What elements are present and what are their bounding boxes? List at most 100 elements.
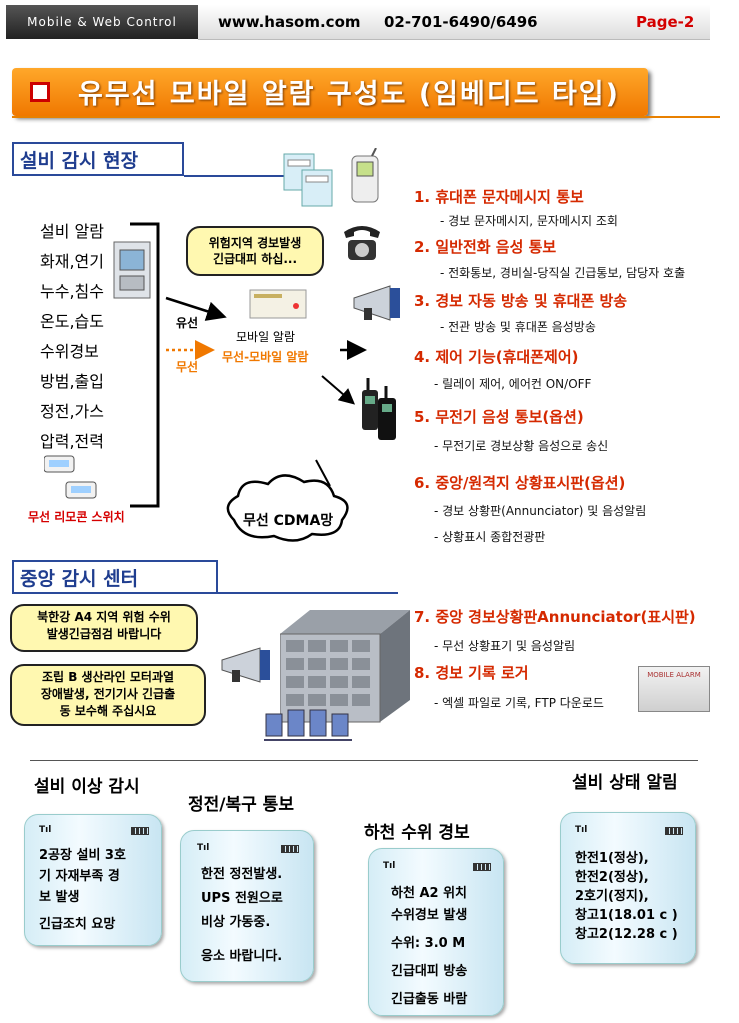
title-banner <box>12 68 648 116</box>
bottom-title-status: 설비 상태 알림 <box>572 773 678 793</box>
phone4-line: 한전1(정상), <box>575 851 649 866</box>
header-brand: Mobile & Web Control <box>6 5 198 39</box>
bubble-mid-line2: 발생긴급점검 바랍니다 <box>46 627 162 641</box>
phone-screen-river: Tıl 하천 A2 위치 수위경보 발생 수위: 3.0 M 긴급대피 방송 긴… <box>368 848 504 1016</box>
feature-6-title: 6. 중앙/원격지 상황표시판(옵션) <box>414 474 626 492</box>
feature-7-title: 7. 중앙 경보상황판Annunciator(표시판) <box>414 608 696 626</box>
phone-screen-equipment: Tıl 2공장 설비 3호 기 자재부족 경 보 발생 긴급조치 요망 <box>24 814 162 946</box>
signal-icon: Tıl <box>39 825 52 835</box>
feature-3-title: 3. 경보 자동 방송 및 휴대폰 방송 <box>414 292 628 310</box>
divider <box>30 760 698 761</box>
radio-walkie-talkie-icon <box>362 378 396 440</box>
phone1-line: 긴급조치 요망 <box>39 917 116 932</box>
equipment-item: 수위경보 <box>40 342 99 361</box>
megaphone-icon <box>353 285 400 321</box>
bottom-title-equipment: 설비 이상 감시 <box>34 777 140 797</box>
phone3-line: 수위: 3.0 M <box>391 936 466 951</box>
bubble-low-line1: 조립 B 생산라인 모터과열 <box>41 670 175 684</box>
equipment-item: 압력,전력 <box>40 432 104 451</box>
phone3-line: 긴급대피 방송 <box>391 964 468 979</box>
wireless-device-label: 무선-모바일 알람 <box>222 350 309 364</box>
phone-screen-power: Tıl 한전 정전발생. UPS 전원으로 비상 가동중. 응소 바랍니다. <box>180 830 314 982</box>
signal-icon: Tıl <box>575 825 588 835</box>
header-page: Page-2 <box>636 13 695 31</box>
feature-4-title: 4. 제어 기능(휴대폰제어) <box>414 348 579 366</box>
feature-5-title: 5. 무전기 음성 통보(옵션) <box>414 408 584 426</box>
feature-1-sub: - 경보 문자메시지, 문자메시지 조회 <box>440 214 618 228</box>
annunciator-panel-icon <box>280 610 410 723</box>
feature-1-title: 1. 휴대폰 문자메시지 통보 <box>414 188 584 206</box>
remote-switch-icon <box>44 455 97 499</box>
phone3-line: 긴급출동 바람 <box>391 992 468 1007</box>
phone-screen-status: Tıl 한전1(정상), 한전2(정상), 2호기(정지), 창고1(18.01… <box>560 812 696 964</box>
battery-icon <box>131 827 149 835</box>
phone2-line: 한전 정전발생. <box>201 867 283 882</box>
section-title-center: 중앙 감시 센터 <box>12 560 218 594</box>
section-underline <box>184 175 284 177</box>
phone1-line: 기 자재부족 경 <box>39 869 120 884</box>
header-site-link[interactable]: www.hasom.com <box>218 13 361 31</box>
phone3-line: 수위경보 발생 <box>391 908 468 923</box>
battery-icon <box>281 845 299 853</box>
alert-bubble-river: 북한강 A4 지역 위험 수위 발생긴급점검 바랍니다 <box>10 604 198 652</box>
phone3-line: 하천 A2 위치 <box>391 886 467 901</box>
header-phone: 02-701-6490/6496 <box>384 13 538 31</box>
signal-icon: Tıl <box>197 843 210 853</box>
equipment-item: 누수,침수 <box>40 282 104 301</box>
alarm-logger-device: MOBILE ALARM <box>638 666 710 712</box>
battery-icon <box>665 827 683 835</box>
mobile-alarm-device-icon <box>249 289 307 319</box>
phone4-line: 창고2(12.28 c ) <box>575 927 678 942</box>
logger-label: MOBILE ALARM <box>647 671 701 679</box>
feature-5-sub: - 무전기로 경보상황 음성으로 송신 <box>434 439 609 453</box>
alert-bubble-motor: 조립 B 생산라인 모터과열 장애발생, 전기기사 긴급출 동 보수해 주십시요 <box>10 664 206 726</box>
equipment-item: 설비 알람 <box>40 222 104 241</box>
section-title-site: 설비 감시 현장 <box>12 142 184 176</box>
bubble-low-line3: 동 보수해 주십시요 <box>59 704 157 718</box>
phone2-line: UPS 전원으로 <box>201 891 283 906</box>
feature-2-sub: - 전화통보, 경비실-당직실 긴급통보, 담당자 호출 <box>440 266 686 280</box>
cdma-label: 무선 CDMA망 <box>243 513 334 529</box>
bubble-top-line1: 위험지역 경보발생 <box>208 236 302 250</box>
signal-icon: Tıl <box>383 861 396 871</box>
feature-8-sub: - 엑셀 파일로 기록, FTP 다운로드 <box>434 696 604 710</box>
equipment-item: 화재,연기 <box>40 252 104 271</box>
phone4-line: 2호기(정지), <box>575 889 649 904</box>
equipment-item: 온도,습도 <box>40 312 104 331</box>
bracket-line <box>130 222 160 508</box>
network-users-icon <box>264 709 352 741</box>
wireless-label: 무선 <box>176 360 199 374</box>
feature-8-title: 8. 경보 기록 로거 <box>414 664 529 682</box>
feature-3-sub: - 전관 방송 및 휴대폰 음성방송 <box>440 320 596 334</box>
bubble-top-line2: 긴급대피 하십... <box>212 252 298 266</box>
banner-underline <box>12 116 720 118</box>
device-label: 모바일 알람 <box>236 330 296 344</box>
phone4-line: 한전2(정상), <box>575 870 649 885</box>
megaphone-icon <box>221 647 270 683</box>
sms-phones-icon <box>283 148 379 207</box>
telephone-icon <box>344 226 380 260</box>
feature-4-sub: - 릴레이 제어, 에어컨 ON/OFF <box>434 377 592 391</box>
cdma-cloud-icon <box>226 459 349 542</box>
bubble-low-line2: 장애발생, 전기기사 긴급출 <box>40 687 176 701</box>
phone1-line: 보 발생 <box>39 890 80 905</box>
machine-icon <box>113 241 151 299</box>
page-title: 유무선 모바일 알람 구성도 (임베디드 타입) <box>78 79 620 110</box>
bottom-title-power: 정전/복구 통보 <box>188 795 294 815</box>
remote-label: 무선 리모콘 스위치 <box>28 510 125 524</box>
bubble-mid-line1: 북한강 A4 지역 위험 수위 <box>37 610 171 624</box>
equipment-item: 정전,가스 <box>40 402 104 421</box>
feature-7-sub: - 무선 상황표기 및 음성알림 <box>434 639 576 653</box>
phone2-line: 응소 바랍니다. <box>201 949 283 964</box>
battery-icon <box>473 863 491 871</box>
connection-arrows <box>165 296 367 405</box>
section-underline <box>218 592 398 594</box>
checkbox-square-icon <box>30 82 50 102</box>
feature-6-sub2: - 상황표시 종합전광판 <box>434 530 546 544</box>
phone4-line: 창고1(18.01 c ) <box>575 908 678 923</box>
phone2-line: 비상 가동중. <box>201 915 271 930</box>
equipment-item: 방범,출입 <box>40 372 104 391</box>
feature-6-sub: - 경보 상황판(Annunciator) 및 음성알림 <box>434 504 647 518</box>
phone1-line: 2공장 설비 3호 <box>39 848 126 863</box>
